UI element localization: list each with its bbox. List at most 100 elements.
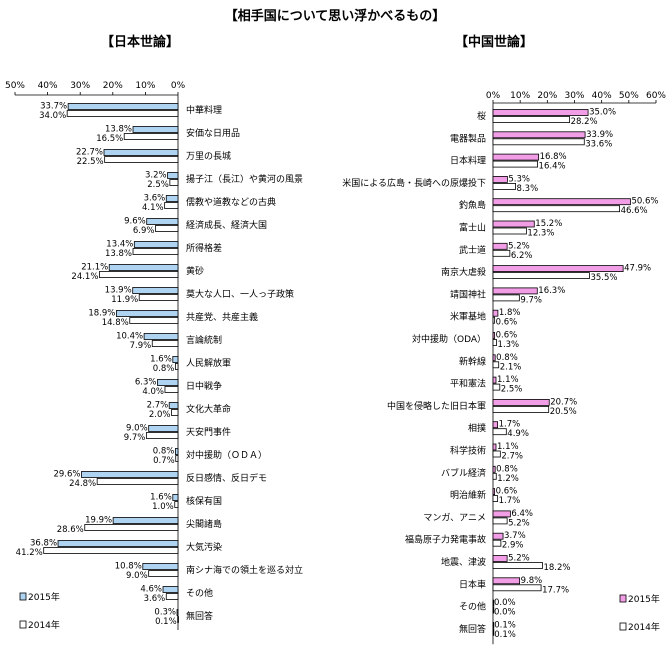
category-label: 儒教や道教などの古典: [186, 196, 276, 208]
category-label: 釣魚島: [459, 199, 486, 211]
value-label-2015: 3.2%: [145, 171, 167, 181]
bar-2015: [143, 333, 179, 340]
value-label-2015: 5.2%: [508, 554, 530, 564]
category-label: 文化大革命: [186, 403, 231, 415]
bar-2015: [133, 241, 179, 248]
category-label: 靖国神社: [450, 288, 486, 300]
category-label: 日本車: [459, 578, 486, 590]
bar-2015: [172, 356, 179, 363]
bar-2014: [132, 248, 179, 255]
value-label-2014: 16.4%: [539, 162, 566, 172]
category-label: 尖閣諸島: [186, 518, 222, 530]
bar-2014: [129, 317, 179, 324]
value-label-2015: 9.6%: [124, 217, 146, 227]
x-tick-label: 30%: [70, 81, 90, 91]
bar-2015: [174, 448, 179, 455]
value-label-2015: 1.1%: [497, 442, 519, 452]
bar-2015: [492, 198, 631, 206]
bar-2014: [492, 450, 501, 458]
category-label: 人民解放軍: [186, 357, 231, 369]
bar-2014: [138, 294, 179, 301]
x-tick-label: 10%: [135, 81, 155, 91]
category-label: 福島原子力発電事故: [405, 534, 486, 546]
bar-2015: [132, 126, 179, 133]
japan-poll-chart: 50%40%30%20%10%0%中華料理33.7%34.0%安価な日用品13.…: [5, 81, 303, 631]
x-tick-label: 50%: [5, 81, 25, 91]
category-label: 科学技術: [450, 445, 486, 457]
value-label-2014: 2.1%: [500, 362, 522, 372]
bar-2014: [123, 133, 179, 140]
value-label-2014: 13.8%: [105, 249, 132, 259]
value-label-2014: 22.5%: [77, 157, 104, 167]
value-label-2014: 2.0%: [149, 410, 171, 420]
category-label: 武士道: [459, 244, 486, 256]
value-label-2015: 1.8%: [499, 308, 521, 318]
category-label: 万里の長城: [186, 151, 231, 162]
value-label-2014: 18.2%: [543, 563, 570, 573]
japan-poll-subtitle: 【日本世論】: [101, 34, 179, 50]
value-label-2015: 18.9%: [88, 309, 115, 319]
bar-2014: [174, 501, 179, 508]
bar-2014: [492, 272, 590, 280]
value-label-2015: 0.0%: [494, 598, 516, 608]
bar-2014: [492, 182, 516, 190]
value-label-2015: 9.8%: [521, 576, 543, 586]
value-label-2015: 13.4%: [106, 240, 133, 250]
value-label-2015: 0.6%: [496, 487, 518, 497]
bar-2015: [492, 376, 497, 384]
bar-2015: [492, 577, 521, 585]
value-label-2015: 13.9%: [105, 286, 132, 296]
bar-2014: [155, 225, 179, 232]
category-label: 共産党、共産主義: [186, 311, 258, 323]
bar-2015: [492, 398, 550, 406]
bar-2014: [492, 606, 495, 614]
value-label-2015: 20.7%: [550, 397, 577, 407]
category-label: 核保有国: [186, 495, 222, 507]
value-label-2015: 3.6%: [144, 194, 166, 204]
bar-2015: [492, 153, 540, 161]
value-label-2015: 35.0%: [589, 108, 616, 118]
bar-2014: [169, 179, 179, 186]
bar-2015: [492, 131, 586, 139]
value-label-2015: 16.8%: [540, 152, 567, 162]
value-label-2014: 9.7%: [520, 295, 542, 305]
category-label: 天安門事件: [186, 426, 231, 438]
value-label-2014: 28.2%: [571, 117, 598, 127]
legend-label: 2014年: [28, 619, 60, 631]
value-label-2015: 29.6%: [53, 470, 80, 480]
legend-label: 2015年: [28, 591, 60, 603]
value-label-2014: 1.0%: [152, 502, 174, 512]
value-label-2015: 5.2%: [508, 241, 530, 251]
value-label-2014: 11.9%: [111, 295, 138, 305]
value-label-2015: 1.6%: [150, 355, 172, 365]
category-label: 言論統制: [186, 334, 222, 346]
bar-2014: [175, 455, 179, 462]
bar-2014: [492, 383, 501, 391]
bar-2014: [492, 405, 550, 413]
bar-2015: [492, 622, 495, 629]
category-label: 所得格差: [186, 242, 222, 254]
category-label: 無回答: [186, 610, 213, 622]
category-label: 無回答: [459, 623, 486, 635]
bar-2015: [67, 103, 179, 110]
value-label-2014: 16.5%: [96, 134, 123, 144]
value-label-2014: 17.7%: [542, 585, 569, 595]
category-label: 桜: [477, 110, 486, 122]
value-label-2015: 36.8%: [30, 539, 57, 549]
value-label-2014: 20.5%: [550, 407, 577, 417]
bar-2015: [168, 402, 179, 409]
value-label-2014: 9.0%: [126, 571, 148, 581]
bar-2015: [492, 309, 499, 317]
value-label-2015: 0.3%: [154, 608, 176, 618]
x-tick-label: 40%: [38, 81, 58, 91]
value-label-2015: 47.9%: [624, 264, 651, 274]
value-label-2015: 33.9%: [586, 130, 613, 140]
value-label-2015: 0.8%: [153, 447, 175, 457]
bar-2015: [492, 599, 495, 607]
category-label: 新幹線: [459, 355, 486, 367]
value-label-2014: 14.8%: [102, 318, 129, 328]
value-label-2014: 4.0%: [142, 387, 164, 397]
category-label: 黄砂: [186, 265, 204, 277]
value-label-2014: 0.1%: [155, 617, 177, 627]
